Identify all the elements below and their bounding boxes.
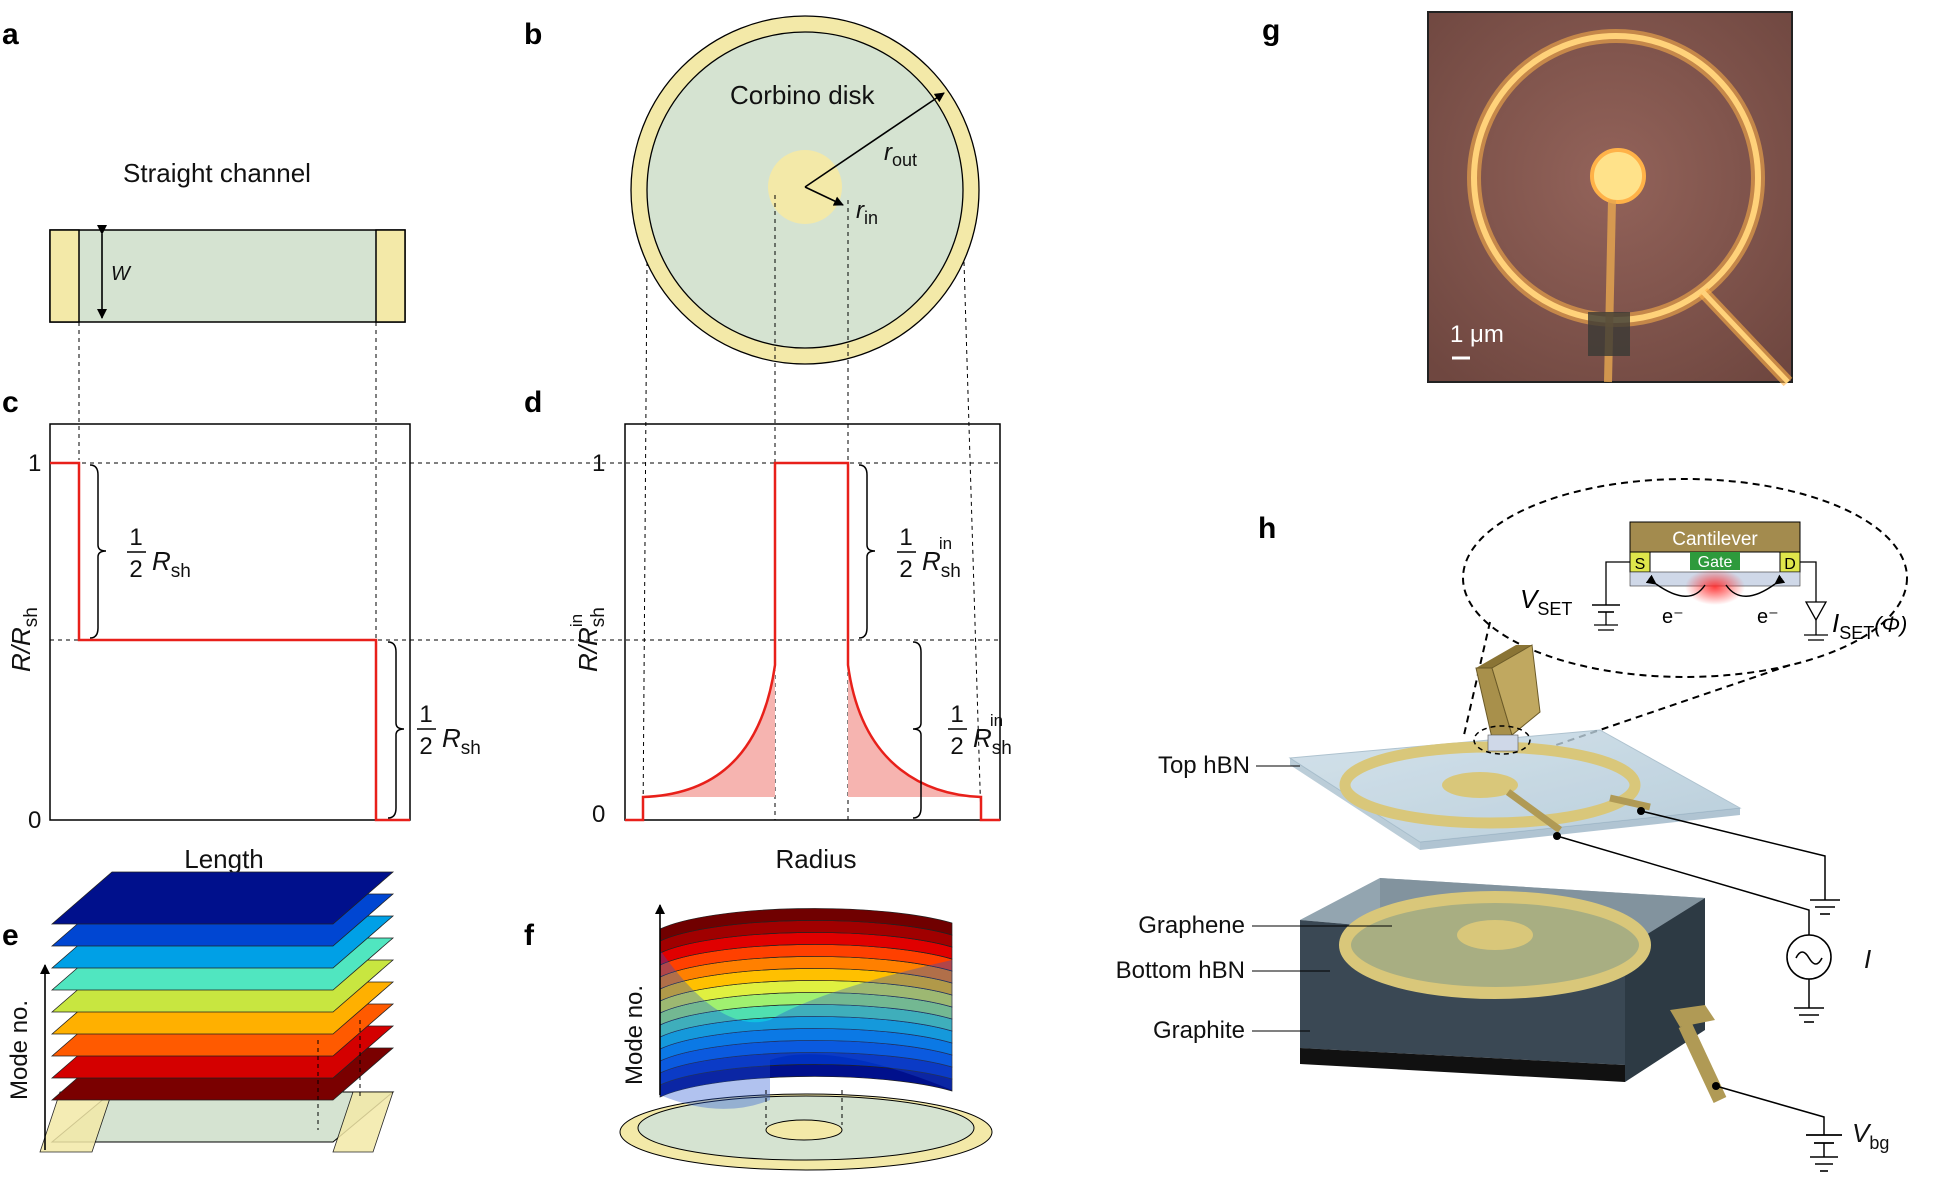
panel-label-e: e <box>2 919 19 952</box>
current-label: I <box>1864 944 1871 974</box>
panel-label-g: g <box>1262 14 1280 47</box>
bottom-hbn-label: Bottom hBN <box>1116 957 1245 984</box>
panel-g-micrograph: 1 μm <box>1427 11 1793 387</box>
half-den-c1: 2 <box>129 556 142 583</box>
iset-label: ISET(Φ) <box>1832 608 1907 643</box>
tick-0-c: 0 <box>28 807 41 834</box>
bridge-contact <box>1588 312 1630 356</box>
plot-d-frame <box>624 423 1001 821</box>
mode-rings <box>659 908 953 1109</box>
rsh-d1: Rshin <box>922 534 961 582</box>
panel-label-b: b <box>524 18 542 51</box>
bottom-center-electrode <box>1457 920 1533 950</box>
panel-f-mode-stack: Mode no. <box>619 904 993 1171</box>
vset-label: VSET <box>1520 584 1572 619</box>
quantum-dot-glow <box>1685 569 1745 605</box>
panel-c-plot: 1 0 Length R/Rsh 1 2 Rsh 1 2 Rsh <box>6 423 1000 874</box>
mode-ring-cutaway <box>660 950 952 1109</box>
graphene-label: Graphene <box>1138 912 1245 939</box>
panel-label-c: c <box>2 386 19 419</box>
mode-sheets <box>50 871 395 1101</box>
half-num-d2: 1 <box>950 701 963 728</box>
half-num-c2: 1 <box>419 701 432 728</box>
panel-h-device: Cantilever S D Gate e⁻ e⁻ VSET ISET(Φ) <box>1116 478 1908 1172</box>
resistance-curve-d <box>625 461 1000 822</box>
vbg-label: Vbg <box>1852 1118 1889 1153</box>
half-den-c2: 2 <box>419 733 432 760</box>
resistance-curve-c <box>50 461 410 822</box>
fill-right <box>848 665 981 797</box>
r-out-label: rout <box>884 139 917 170</box>
drain-label: D <box>1784 556 1796 573</box>
panel-label-d: d <box>524 386 542 419</box>
tick-0-d: 0 <box>592 801 605 828</box>
half-num-d1: 1 <box>899 524 912 551</box>
panel-a-straight-channel: Straight channel W <box>49 158 406 323</box>
mode-ring <box>659 908 953 942</box>
half-den-d1: 2 <box>899 556 912 583</box>
tick-1-d: 1 <box>592 450 605 477</box>
tick-1-c: 1 <box>28 450 41 477</box>
half-num-c1: 1 <box>129 524 142 551</box>
right-contact <box>375 229 406 323</box>
half-den-d2: 2 <box>950 733 963 760</box>
width-symbol: W <box>111 263 132 285</box>
brace-c-upper <box>89 464 107 639</box>
channel-body <box>49 229 406 323</box>
rsh-c2: Rsh <box>442 723 481 759</box>
left-contact <box>49 229 80 323</box>
inset-outline <box>1462 478 1908 678</box>
r-in-arrow <box>804 186 844 206</box>
panel-b-corbino-disk: Corbino disk rout rin <box>630 15 980 365</box>
cantilever <box>1629 521 1801 553</box>
mode-sheet <box>50 871 395 925</box>
ylabel-c: R/Rsh <box>6 607 42 672</box>
rsh-c1: Rsh <box>152 546 191 582</box>
brace-d-lower <box>912 641 922 819</box>
ylabel-e: Mode no. <box>6 1000 33 1100</box>
xlabel-length: Length <box>184 844 264 874</box>
ylabel-f: Mode no. <box>621 985 648 1085</box>
panel-label-f: f <box>524 919 535 952</box>
scale-bar-label: 1 μm <box>1450 321 1504 348</box>
top-hbn-label: Top hBN <box>1158 752 1250 779</box>
top-center-electrode <box>1442 772 1518 798</box>
electron-left: e⁻ <box>1662 606 1684 628</box>
graphite-layer <box>1300 1048 1625 1082</box>
gate-label: Gate <box>1698 554 1733 571</box>
straight-channel-title: Straight channel <box>123 158 311 188</box>
center-electrode <box>1590 148 1646 204</box>
cantilever-label: Cantilever <box>1672 529 1758 550</box>
corbino-title: Corbino disk <box>730 80 876 110</box>
guides-a-c <box>78 322 377 820</box>
panel-e-mode-stack: Mode no. <box>6 871 395 1153</box>
gate-electrode <box>1690 552 1740 570</box>
r-in-label: rin <box>856 197 878 228</box>
source-label: S <box>1635 556 1646 573</box>
electron-right: e⁻ <box>1757 606 1779 628</box>
panel-label-h: h <box>1258 512 1276 545</box>
panel-d-plot: 1 0 Radius R/Rshin 1 2 Rshin 1 2 Rshin <box>567 423 1012 874</box>
outer-lead <box>1701 290 1790 384</box>
rsh-d2: Rshin <box>973 711 1012 759</box>
panel-label-a: a <box>2 18 19 51</box>
brace-d-upper <box>858 464 876 639</box>
plot-c-frame <box>49 423 411 821</box>
graphite-label: Graphite <box>1153 1017 1245 1044</box>
r-out-arrow <box>804 92 945 188</box>
ylabel-d: R/Rshin <box>567 607 609 672</box>
fill-left <box>643 665 775 797</box>
brace-c-lower <box>387 641 405 819</box>
xlabel-radius: Radius <box>776 844 857 874</box>
